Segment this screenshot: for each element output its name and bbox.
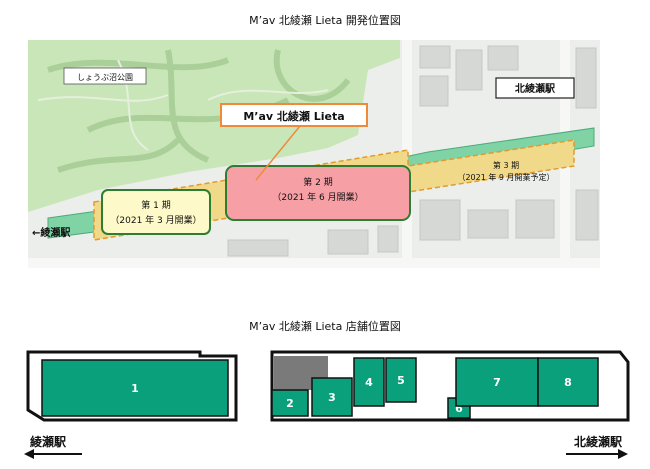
brand-callout: M’av 北綾瀬 Lieta xyxy=(243,109,344,123)
city-blocks xyxy=(227,45,599,257)
store-unit-label-2: 2 xyxy=(286,397,294,410)
store-unit-label-5: 5 xyxy=(397,374,405,387)
store-unit-label-8: 8 xyxy=(564,376,572,389)
phase2-area xyxy=(225,165,411,221)
brand-callout-box xyxy=(220,103,368,127)
store-unit-3 xyxy=(311,377,353,417)
store-unit-4 xyxy=(353,357,385,407)
park-label: しょうぶ沼公園 xyxy=(77,73,133,82)
store-unit-2 xyxy=(271,389,309,417)
store-unit-5 xyxy=(385,357,417,403)
station-label: 北綾瀬駅 xyxy=(515,82,556,95)
station-label-box xyxy=(495,77,575,99)
store-unit-label-3: 3 xyxy=(328,391,336,404)
development-map: 第 1 期 （2021 年 3 月開業） 第 2 期 （2021 年 6 月開業… xyxy=(28,40,600,268)
arrow-right-head xyxy=(618,449,628,459)
phase2-line1: 第 2 期 xyxy=(303,176,332,188)
phase1-area xyxy=(101,189,211,235)
phase3-line2: （2021 年 9 月開業予定） xyxy=(457,172,554,182)
phase2-line2: （2021 年 6 月開業） xyxy=(272,191,363,203)
phase1-line2: （2021 年 3 月開業） xyxy=(110,214,201,226)
store-unit-label-7: 7 xyxy=(493,376,501,389)
phase1-line1: 第 1 期 xyxy=(141,199,170,211)
park-paths xyxy=(47,49,351,173)
right-station-label: 北綾瀬駅 xyxy=(574,434,623,449)
store-floor-map: 1 2 3 4 5 6 7 8 綾瀬駅 北綾瀬駅 xyxy=(24,350,630,459)
arrow-left-head xyxy=(24,449,34,459)
phase3-line1: 第 3 期 xyxy=(493,160,519,170)
dev-map-title: M’av 北綾瀬 Lieta 開発位置図 xyxy=(249,14,401,27)
store-unit-1 xyxy=(41,359,229,417)
left-station-label: 綾瀬駅 xyxy=(30,434,67,449)
store-unit-8 xyxy=(537,357,599,407)
store-unit-label-6: 6 xyxy=(455,402,463,415)
store-unit-label-4: 4 xyxy=(365,376,373,389)
store-unit-label-1: 1 xyxy=(131,382,139,395)
park-label-box xyxy=(63,67,147,85)
store-map-title: M’av 北綾瀬 Lieta 店舗位置図 xyxy=(249,320,401,333)
road-horizontal xyxy=(28,258,600,268)
to-ayase-label: ←綾瀬駅 xyxy=(32,226,71,239)
callout-pointer xyxy=(255,125,301,181)
